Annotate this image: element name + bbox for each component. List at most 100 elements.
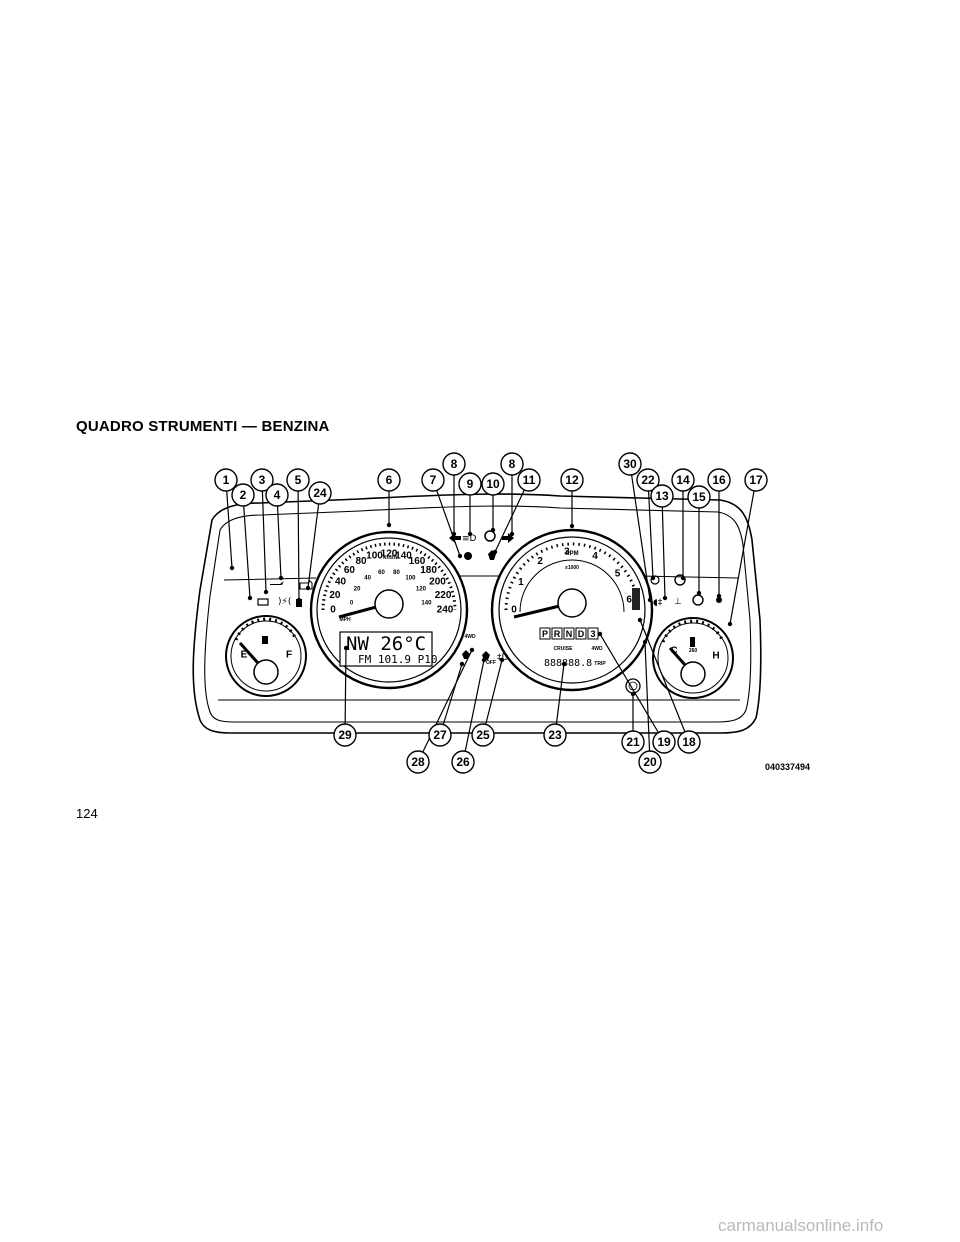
leader-line-26 bbox=[462, 659, 485, 763]
leader-tip-28 bbox=[469, 647, 475, 653]
tpms-icon bbox=[650, 575, 660, 585]
callout-22: 22 bbox=[636, 468, 660, 492]
callout-number: 2 bbox=[240, 488, 247, 502]
leader-line-2 bbox=[242, 494, 251, 599]
speed-tick-80: 80 bbox=[355, 556, 367, 567]
callout-number: 9 bbox=[467, 477, 474, 491]
callout-6: 6 bbox=[377, 468, 401, 492]
tach-tick-5: 5 bbox=[615, 569, 621, 580]
leader-tip-29 bbox=[343, 645, 349, 651]
callout-19: 19 bbox=[652, 730, 676, 754]
odometer-value: 888888.8 bbox=[544, 658, 592, 669]
leader-tip-7 bbox=[457, 553, 463, 559]
callout-number: 4 bbox=[274, 488, 281, 502]
leader-line-28 bbox=[417, 649, 473, 763]
callout-23: 23 bbox=[543, 723, 567, 747]
callout-number: 11 bbox=[523, 473, 536, 487]
leader-tip-4 bbox=[278, 575, 284, 581]
speed-tick-140: 140 bbox=[395, 550, 412, 561]
page-number: 124 bbox=[76, 806, 98, 821]
callout-number: 13 bbox=[655, 489, 669, 503]
callout-5: 5 bbox=[286, 468, 310, 492]
gear-letter-D: D bbox=[578, 629, 585, 639]
leader-tip-3 bbox=[263, 589, 269, 595]
leader-tip-10 bbox=[490, 527, 496, 533]
speed-tick-220: 220 bbox=[435, 590, 452, 601]
speed-tick-180: 180 bbox=[420, 565, 437, 576]
electronic-throttle-icon bbox=[692, 594, 704, 606]
cluster-housing-outer bbox=[192, 493, 762, 734]
leader-line-18 bbox=[639, 619, 690, 743]
four-wd-indicator-label: 4WD bbox=[464, 634, 476, 640]
low-fuel-icon bbox=[296, 599, 302, 607]
callout-11: 11 bbox=[517, 468, 541, 492]
temp-unit-label: 260 bbox=[689, 648, 698, 654]
callout-21: 21 bbox=[621, 730, 645, 754]
speed-tick-100: 100 bbox=[366, 550, 383, 561]
fuel-empty-label: E bbox=[241, 650, 248, 661]
seatbelt-icon bbox=[464, 552, 472, 560]
leader-line-13 bbox=[661, 495, 666, 599]
fuel-pump-icon bbox=[262, 636, 268, 644]
callout-14: 14 bbox=[671, 468, 695, 492]
callout-4: 4 bbox=[265, 483, 289, 507]
tach-tick-4: 4 bbox=[592, 551, 598, 562]
speed-tick-160: 160 bbox=[409, 556, 426, 567]
speed-tick-20: 20 bbox=[329, 590, 341, 601]
fuel-gauge: E F bbox=[225, 615, 307, 697]
callout-number: 17 bbox=[749, 473, 763, 487]
callout-number: 8 bbox=[509, 457, 516, 471]
leader-tip-8 bbox=[509, 531, 515, 537]
callout-number: 26 bbox=[456, 755, 470, 769]
speed-inner-tick-80: 80 bbox=[393, 570, 400, 576]
tach-tick-2: 2 bbox=[537, 556, 543, 567]
watermark: carmanualsonline.info bbox=[718, 1216, 884, 1235]
gear-letter-R: R bbox=[554, 629, 561, 639]
tach-tick-0: 0 bbox=[511, 605, 517, 616]
callout-20: 20 bbox=[638, 750, 662, 774]
callout-1: 1 bbox=[214, 468, 238, 492]
high-beam-icon: ≡D bbox=[462, 534, 477, 544]
leader-tip-24 bbox=[305, 585, 311, 591]
front-fog-icon: ◖‡ bbox=[653, 598, 663, 608]
oil-pressure-icon bbox=[270, 581, 284, 585]
gear-box-D bbox=[575, 627, 587, 640]
trailer-sway-icon bbox=[462, 650, 470, 659]
leader-line-20 bbox=[644, 641, 651, 763]
callout-8: 8 bbox=[442, 452, 466, 476]
gear-letter-P: P bbox=[542, 629, 548, 639]
temperature-gauge: 260 C H bbox=[652, 617, 734, 699]
leader-line-30 bbox=[629, 463, 651, 601]
gear-letter-N: N bbox=[566, 629, 573, 639]
callout-8: 8 bbox=[500, 452, 524, 476]
leader-line-19 bbox=[599, 633, 665, 743]
leader-line-1 bbox=[225, 479, 233, 569]
shift-indicator bbox=[632, 588, 640, 610]
speed-inner-tick-140: 140 bbox=[421, 600, 432, 606]
callout-2: 2 bbox=[231, 483, 255, 507]
callout-number: 22 bbox=[641, 473, 655, 487]
callout-number: 14 bbox=[676, 473, 690, 487]
check-engine-icon bbox=[299, 580, 313, 590]
callout-number: 29 bbox=[338, 728, 352, 742]
callout-leader-lines bbox=[225, 463, 757, 763]
gear-box-N bbox=[563, 627, 575, 640]
fuel-full-label: F bbox=[286, 650, 292, 661]
callout-number: 28 bbox=[411, 755, 425, 769]
leader-tip-19 bbox=[597, 631, 603, 637]
speed-tick-240: 240 bbox=[437, 605, 454, 616]
lcd-display bbox=[339, 631, 433, 667]
speed-tick-60: 60 bbox=[344, 565, 356, 576]
leader-line-22 bbox=[647, 479, 654, 579]
gear-four-wd-label: 4WD bbox=[591, 646, 603, 652]
callout-number: 25 bbox=[476, 728, 490, 742]
abs-icon bbox=[484, 530, 496, 542]
speed-inner-unit: MPH bbox=[339, 617, 351, 623]
temp-cold-label: C bbox=[670, 646, 677, 657]
image-code: 040337494 bbox=[765, 762, 810, 772]
speed-tick-120: 120 bbox=[381, 549, 398, 560]
leader-tip-8 bbox=[451, 531, 457, 537]
speed-inner-tick-40: 40 bbox=[364, 576, 371, 582]
